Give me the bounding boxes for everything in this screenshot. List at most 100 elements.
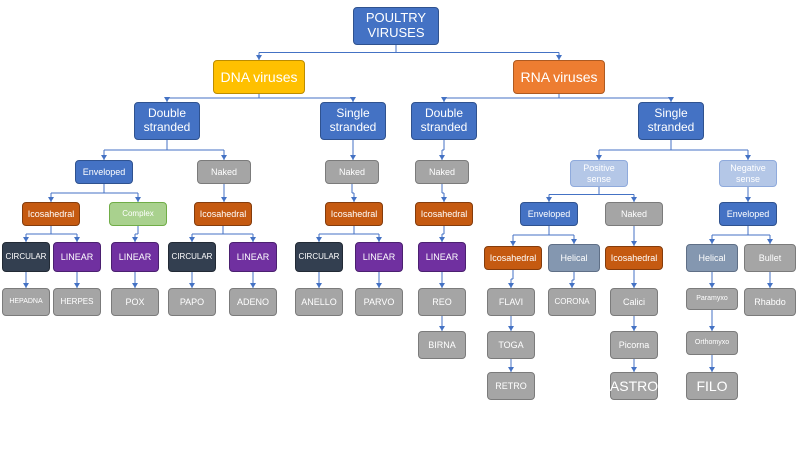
herpes-label: HERPES [60, 297, 94, 307]
connector-arrowhead [709, 326, 715, 331]
positive-helical-label: Helical [560, 252, 588, 263]
complex-label: Complex [122, 209, 154, 219]
connector-arrowhead [631, 283, 637, 288]
connector-arrowhead [508, 367, 514, 372]
dna-ss-naked-label: Naked [338, 166, 365, 177]
rhabdo-label: Rhabdo [754, 296, 786, 307]
connector-arrowhead [631, 367, 637, 372]
linear-node-4: LINEAR [355, 242, 403, 272]
connector-arrowhead [351, 197, 357, 202]
circular-label-1: CIRCULAR [5, 252, 47, 262]
positive-icosahedral-node: Icosahedral [484, 246, 542, 270]
connector-arrowhead [631, 326, 637, 331]
connector-arrowhead [350, 97, 356, 102]
circular-label-2: CIRCULAR [171, 252, 213, 262]
connector-arrowhead [508, 283, 514, 288]
complex-node: Complex [109, 202, 167, 226]
positive-naked-icosahedral-node: Icosahedral [605, 246, 663, 270]
astro-node: ASTRO [610, 372, 658, 400]
positive-enveloped-label: Enveloped [527, 208, 571, 219]
dna-viruses-node: DNA viruses [213, 60, 305, 94]
hepadna-label: HEPADNA [9, 297, 43, 305]
connector-arrowhead [164, 97, 170, 102]
connector-arrowhead [23, 283, 29, 288]
linear-label-2: LINEAR [118, 251, 152, 262]
rna-ds-icosahedral-node: Icosahedral [415, 202, 473, 226]
root-node: POULTRY VIRUSES [353, 7, 439, 45]
birna-label: BIRNA [428, 339, 456, 350]
paramyxo-label: Paramyxo [696, 294, 728, 302]
connector-arrowhead [441, 197, 447, 202]
dna-ds-naked-label: Naked [210, 166, 237, 177]
papo-label: PAPO [179, 296, 205, 307]
dna-ds-icosahedral-label: Icosahedral [27, 208, 75, 219]
dna-ds-enveloped-label: Enveloped [82, 166, 126, 177]
rna-viruses-label: RNA viruses [520, 68, 598, 85]
filo-node: FILO [686, 372, 738, 400]
connector-arrowhead [74, 237, 80, 242]
negative-enveloped-label: Enveloped [726, 208, 770, 219]
connector-arrowhead [74, 283, 80, 288]
connector-arrowhead [571, 239, 577, 244]
calici-node: Calici [610, 288, 658, 316]
connector-arrowhead [350, 155, 356, 160]
positive-sense-label: Positive sense [583, 163, 615, 184]
positive-naked-label: Naked [620, 208, 647, 219]
rna-double-stranded-node: Double stranded [411, 102, 477, 140]
circular-node-1: CIRCULAR [2, 242, 50, 272]
circular-node-3: CIRCULAR [295, 242, 343, 272]
herpes-node: HERPES [53, 288, 101, 316]
rna-single-stranded-node: Single stranded [638, 102, 704, 140]
connector-arrowhead [631, 241, 637, 246]
connector-arrowhead [221, 155, 227, 160]
anello-label: ANELLO [301, 296, 337, 307]
root-label: POULTRY VIRUSES [365, 10, 427, 40]
negative-sense-label: Negative sense [730, 163, 766, 184]
parvo-label: PARVO [363, 296, 395, 307]
connector-arrowhead [556, 55, 562, 60]
connector-arrowhead [508, 326, 514, 331]
rhabdo-node: Rhabdo [744, 288, 796, 316]
linear-node-1: LINEAR [53, 242, 101, 272]
adeno-node: ADENO [229, 288, 277, 316]
connector-arrowhead [596, 155, 602, 160]
paramyxo-node: Paramyxo [686, 288, 738, 310]
connector-arrowhead [23, 237, 29, 242]
dna-double-stranded-node: Double stranded [134, 102, 200, 140]
calici-label: Calici [622, 296, 645, 307]
connector-arrowhead [132, 283, 138, 288]
picorna-label: Picorna [618, 339, 650, 350]
connector-arrowhead [135, 197, 141, 202]
filo-label: FILO [696, 377, 728, 394]
connector-arrowhead [132, 237, 138, 242]
connector-arrowhead [569, 283, 575, 288]
rna-ds-naked-node: Naked [415, 160, 469, 184]
connector-arrowhead [546, 197, 552, 202]
connector-arrowhead [767, 239, 773, 244]
connector-arrowhead [510, 241, 516, 246]
connector-arrowhead [316, 237, 322, 242]
bullet-node: Bullet [744, 244, 796, 272]
positive-naked-icosahedral-label: Icosahedral [610, 252, 658, 263]
connector-arrowhead [101, 155, 107, 160]
connector-arrowhead [256, 55, 262, 60]
circular-node-2: CIRCULAR [168, 242, 216, 272]
astro-label: ASTRO [609, 377, 659, 394]
pox-label: POX [125, 296, 145, 307]
dna-double-stranded-label: Double stranded [143, 106, 191, 134]
connector-arrowhead [767, 283, 773, 288]
picorna-node: Picorna [610, 331, 658, 359]
connector-arrowhead [376, 283, 382, 288]
connector-arrowhead [631, 197, 637, 202]
rna-double-stranded-label: Double stranded [420, 106, 468, 134]
positive-sense-node: Positive sense [570, 160, 628, 187]
dna-ss-icosahedral-node: Icosahedral [325, 202, 383, 226]
flavi-label: FLAVI [498, 296, 524, 307]
connector-arrowhead [189, 237, 195, 242]
connector-arrowhead [745, 197, 751, 202]
linear-label-5: LINEAR [425, 251, 459, 262]
dna-ds-enveloped-node: Enveloped [75, 160, 133, 184]
hepadna-node: HEPADNA [2, 288, 50, 316]
